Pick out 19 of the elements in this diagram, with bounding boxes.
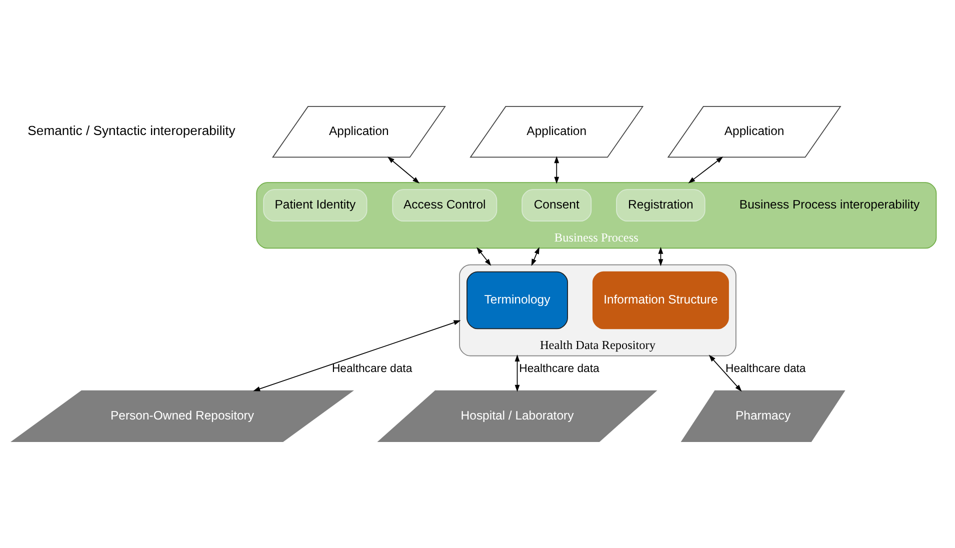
arrow	[387, 156, 420, 184]
edge-label: Healthcare data	[332, 362, 412, 375]
arrow	[708, 354, 742, 392]
edge-label: Healthcare data	[726, 362, 806, 375]
arrow	[688, 156, 724, 184]
arrow	[514, 354, 520, 392]
node-label: Business Process interoperability	[739, 198, 920, 212]
node-box: Registration	[616, 189, 706, 222]
edge-label: Healthcare data	[519, 362, 600, 375]
arrow	[531, 246, 540, 266]
arrow	[253, 320, 461, 392]
node-box: Patient Identity	[263, 189, 368, 222]
arrow	[554, 156, 560, 184]
node-box: Access Control	[392, 189, 498, 222]
node-box: Consent	[522, 189, 592, 222]
label: Semantic / Syntactic interoperability	[28, 122, 236, 138]
node-box: Terminology	[466, 271, 568, 330]
node-box: Information Structure	[592, 271, 729, 330]
arrow	[476, 247, 492, 266]
